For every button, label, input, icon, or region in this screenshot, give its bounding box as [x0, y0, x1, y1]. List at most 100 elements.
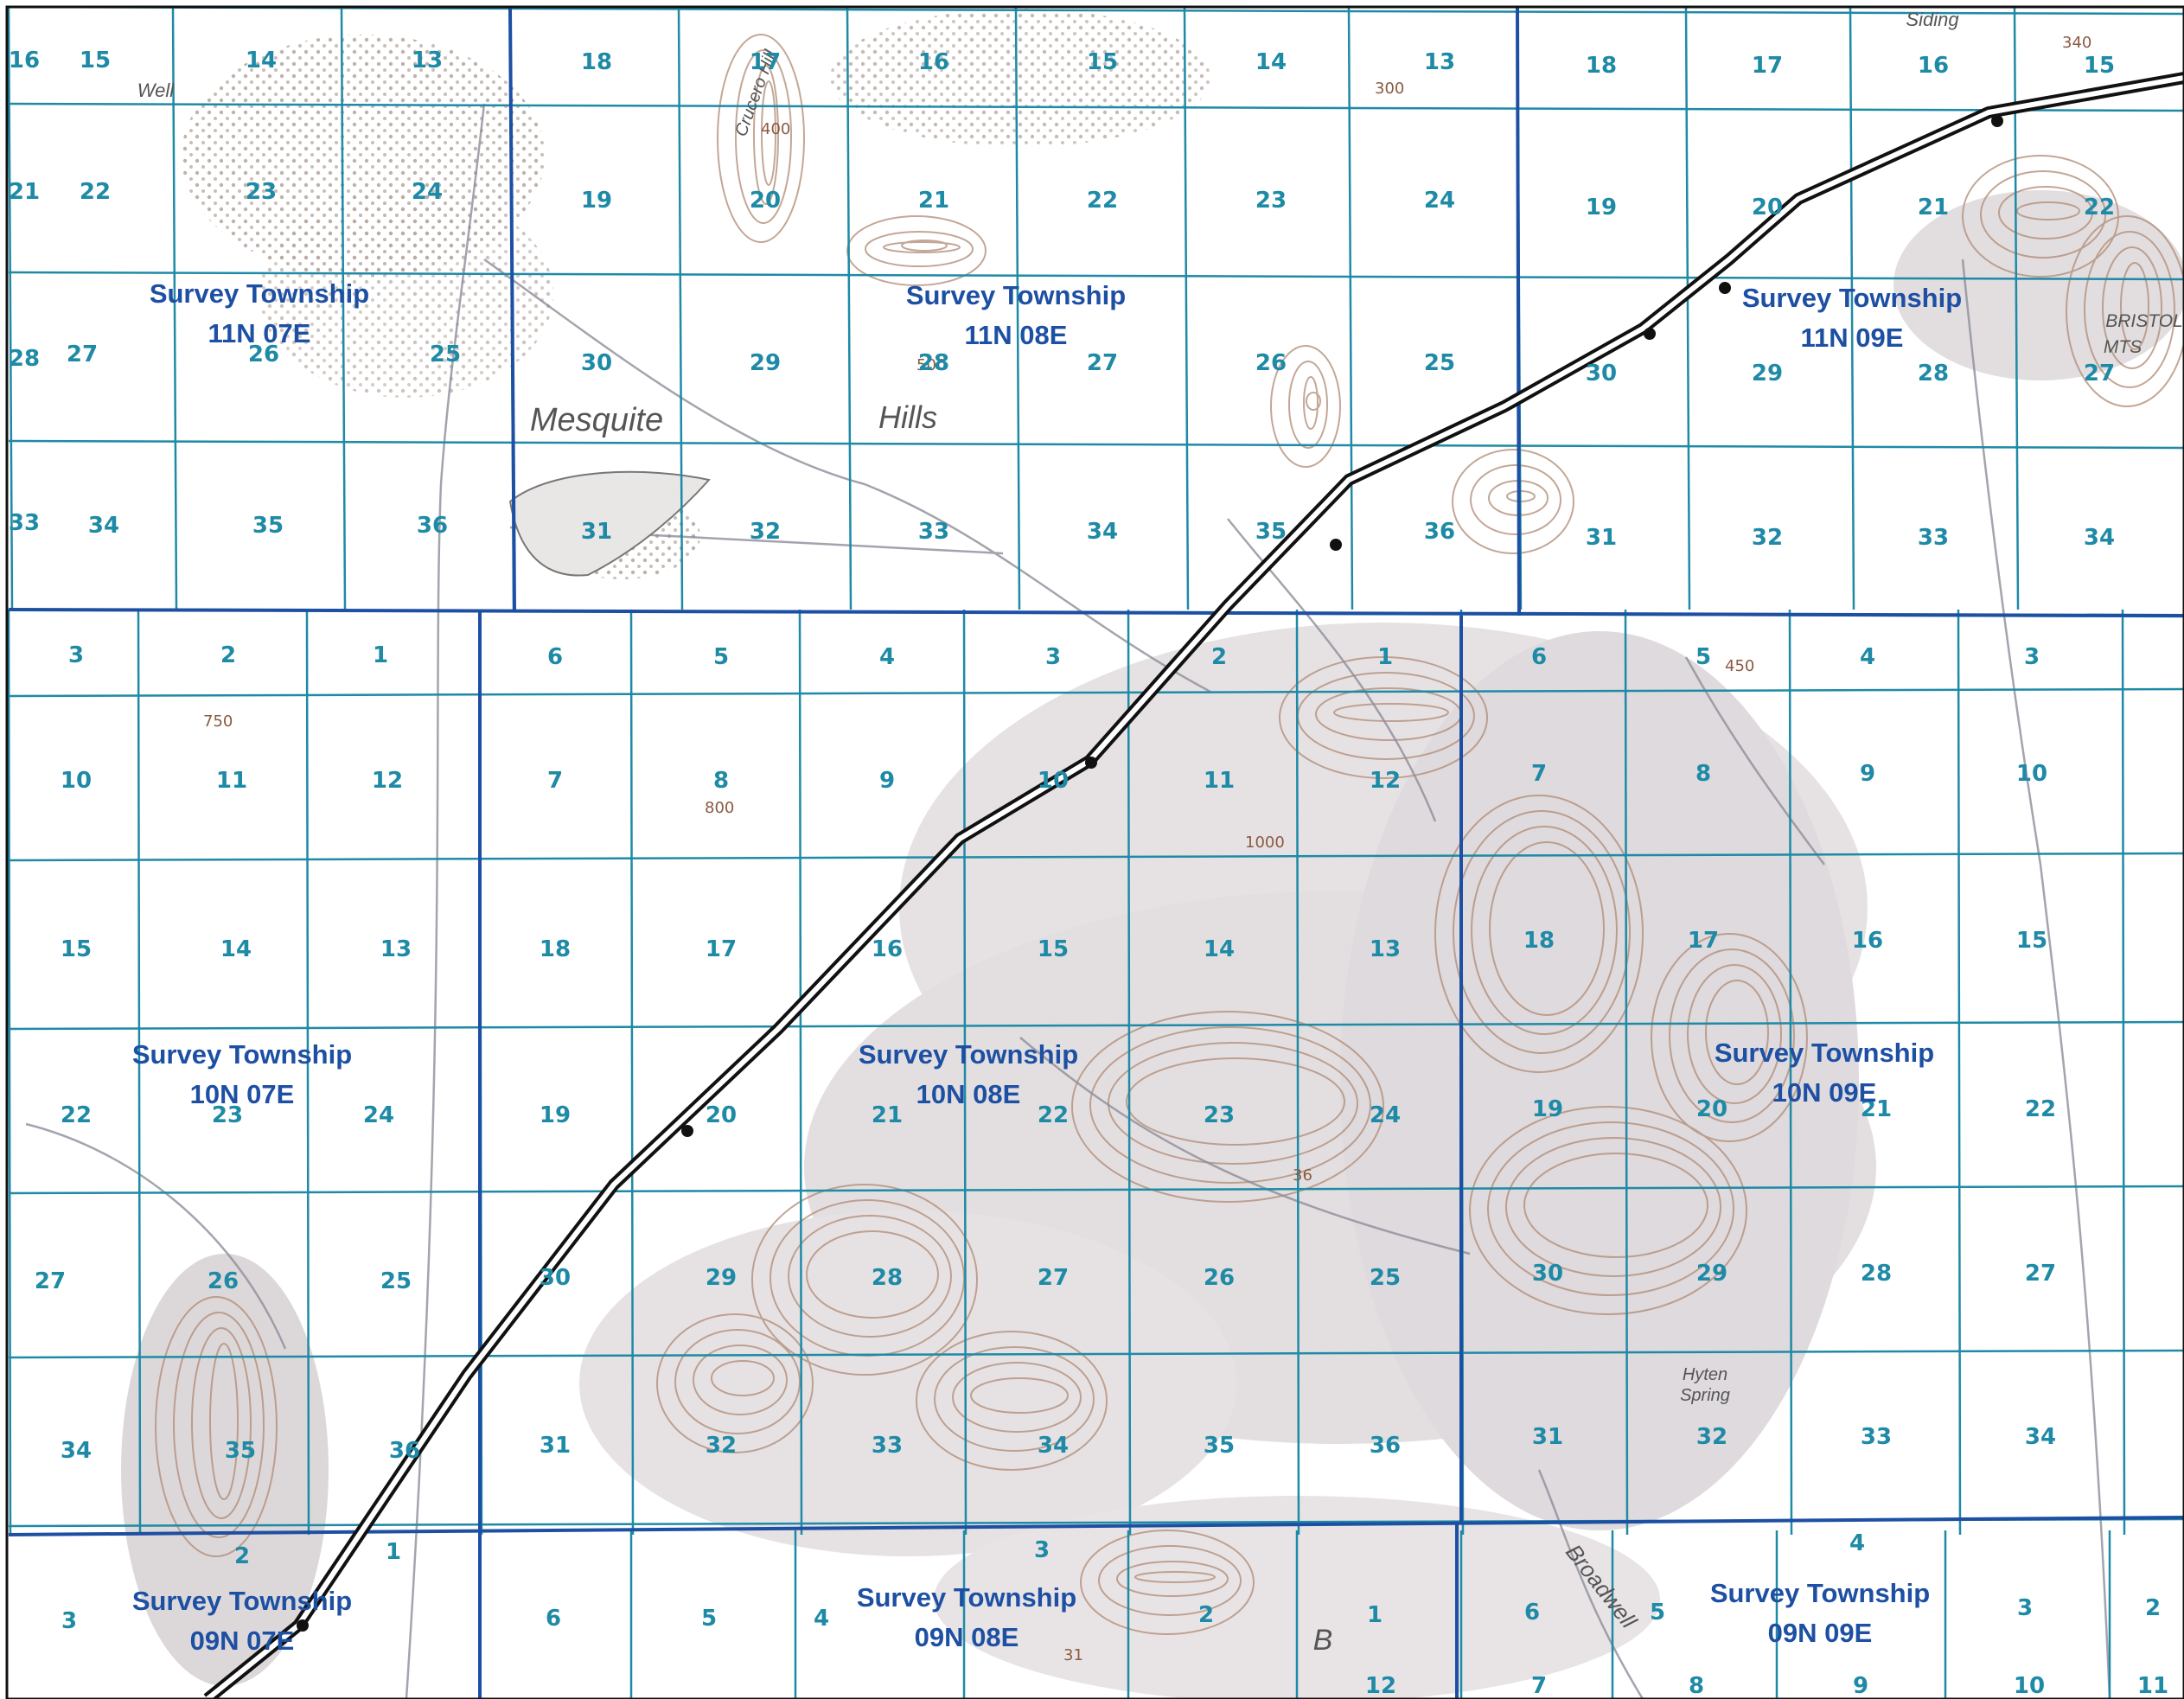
- section-number: 27: [67, 342, 98, 367]
- section-number: 34: [61, 1438, 92, 1464]
- section-number: 30: [540, 1265, 571, 1291]
- section-number: 35: [252, 513, 284, 539]
- section-number: 19: [540, 1102, 571, 1128]
- section-number: 16: [872, 936, 903, 962]
- section-number: 1: [373, 642, 388, 668]
- section-number: 23: [1255, 188, 1287, 214]
- section-number: 6: [1524, 1600, 1540, 1626]
- section-number: 14: [2181, 928, 2184, 954]
- section-number: 25: [1370, 1265, 1401, 1291]
- section-number: 28: [9, 346, 40, 372]
- section-number: 13: [412, 48, 443, 73]
- section-number: 22: [1087, 188, 1118, 214]
- section-number: 20: [750, 188, 781, 214]
- section-number: 2: [220, 642, 236, 668]
- section-number: 5: [701, 1606, 717, 1632]
- section-number: 3: [1034, 1537, 1050, 1563]
- contour-label: 450: [1725, 657, 1754, 675]
- section-number: 29: [706, 1265, 737, 1291]
- section-number: 27: [1038, 1265, 1069, 1291]
- section-number: 23: [246, 179, 277, 205]
- section-number: 31: [540, 1433, 571, 1459]
- section-number: 26: [1255, 350, 1287, 376]
- section-number: 25: [380, 1268, 412, 1294]
- section-number: 20: [1752, 195, 1783, 220]
- section-number: 15: [1038, 936, 1069, 962]
- section-number: 11: [2181, 761, 2184, 787]
- place-spring: Spring: [1680, 1386, 1730, 1405]
- section-number: 16: [1852, 928, 1883, 954]
- township-heading: Survey Township: [906, 280, 1126, 310]
- section-number: 4: [1860, 644, 1875, 670]
- section-number: 10: [61, 768, 92, 794]
- section-number: 25: [430, 342, 461, 367]
- township-heading: Survey Township: [859, 1039, 1078, 1070]
- section-number: 22: [2025, 1096, 2056, 1122]
- section-number: 19: [1586, 195, 1617, 220]
- township-code: 11N 07E: [208, 318, 311, 348]
- section-number: 10: [2016, 761, 2047, 787]
- township-heading: Survey Township: [1715, 1038, 1934, 1068]
- place-siding: Siding: [1906, 9, 1959, 30]
- section-number: 28: [918, 350, 949, 376]
- township-code: 11N 08E: [965, 320, 1068, 350]
- township-code: 09N 09E: [1768, 1618, 1873, 1648]
- terrain-layer: [121, 9, 2184, 1699]
- section-number: 33: [1918, 525, 1949, 551]
- section-number: 3: [1045, 644, 1061, 670]
- section-number: 20: [1696, 1096, 1727, 1122]
- section-number: 5: [713, 644, 729, 670]
- township-code: 11N 09E: [1801, 323, 1904, 353]
- section-number: 1: [386, 1539, 401, 1565]
- section-number: 8: [1695, 761, 1711, 787]
- section-number: 26: [208, 1268, 239, 1294]
- contour-label: 500: [916, 356, 946, 374]
- section-number: 10: [2014, 1673, 2045, 1699]
- township-heading: Survey Township: [150, 278, 369, 309]
- section-number: 25: [1424, 350, 1455, 376]
- section-number: 6: [546, 1606, 561, 1632]
- section-number: 35: [1204, 1433, 1235, 1459]
- section-number: 18: [1523, 928, 1555, 954]
- township-code: 10N 07E: [190, 1079, 295, 1109]
- township-code: 10N 09E: [1772, 1077, 1877, 1108]
- section-number: 3: [68, 642, 84, 668]
- section-number: 36: [389, 1438, 420, 1464]
- section-number: 7: [547, 768, 563, 794]
- section-number: 15: [2016, 928, 2047, 954]
- section-number: 30: [581, 350, 612, 376]
- section-number: 17: [750, 49, 781, 75]
- place-well: Well: [137, 80, 175, 101]
- section-number: 15: [1087, 49, 1118, 75]
- section-number: 9: [879, 768, 895, 794]
- contour-label: 750: [203, 712, 233, 731]
- section-number: 31: [1532, 1424, 1563, 1450]
- section-number: 21: [1918, 195, 1949, 220]
- section-number: 20: [706, 1102, 737, 1128]
- section-number: 22: [2084, 195, 2115, 220]
- section-number: 18: [540, 936, 571, 962]
- township-code: 10N 08E: [916, 1079, 1021, 1109]
- place-hills: Hills: [878, 399, 937, 435]
- section-number: 13: [380, 936, 412, 962]
- section-number: 16: [9, 48, 40, 73]
- railroad-route: [203, 72, 2184, 1699]
- section-number: 8: [1689, 1673, 1704, 1699]
- section-number: 26: [248, 342, 279, 367]
- township-code: 09N 08E: [915, 1622, 1019, 1652]
- section-number: 14: [1204, 936, 1235, 962]
- place-hyten: Hyten: [1683, 1365, 1727, 1384]
- section-number: 2: [234, 1543, 250, 1569]
- section-number: 15: [61, 936, 92, 962]
- section-number: 27: [1087, 350, 1118, 376]
- section-number: 15: [80, 48, 111, 73]
- section-number: 32: [750, 519, 781, 545]
- township-titles: Survey Township 11N 07E Survey Township 11N…: [132, 278, 1962, 1656]
- section-number: 33: [872, 1433, 903, 1459]
- section-number: 29: [1696, 1261, 1727, 1287]
- section-number: 34: [1038, 1433, 1069, 1459]
- section-number: 31: [1586, 525, 1617, 551]
- section-number: 24: [1370, 1102, 1401, 1128]
- section-number: 34: [1087, 519, 1118, 545]
